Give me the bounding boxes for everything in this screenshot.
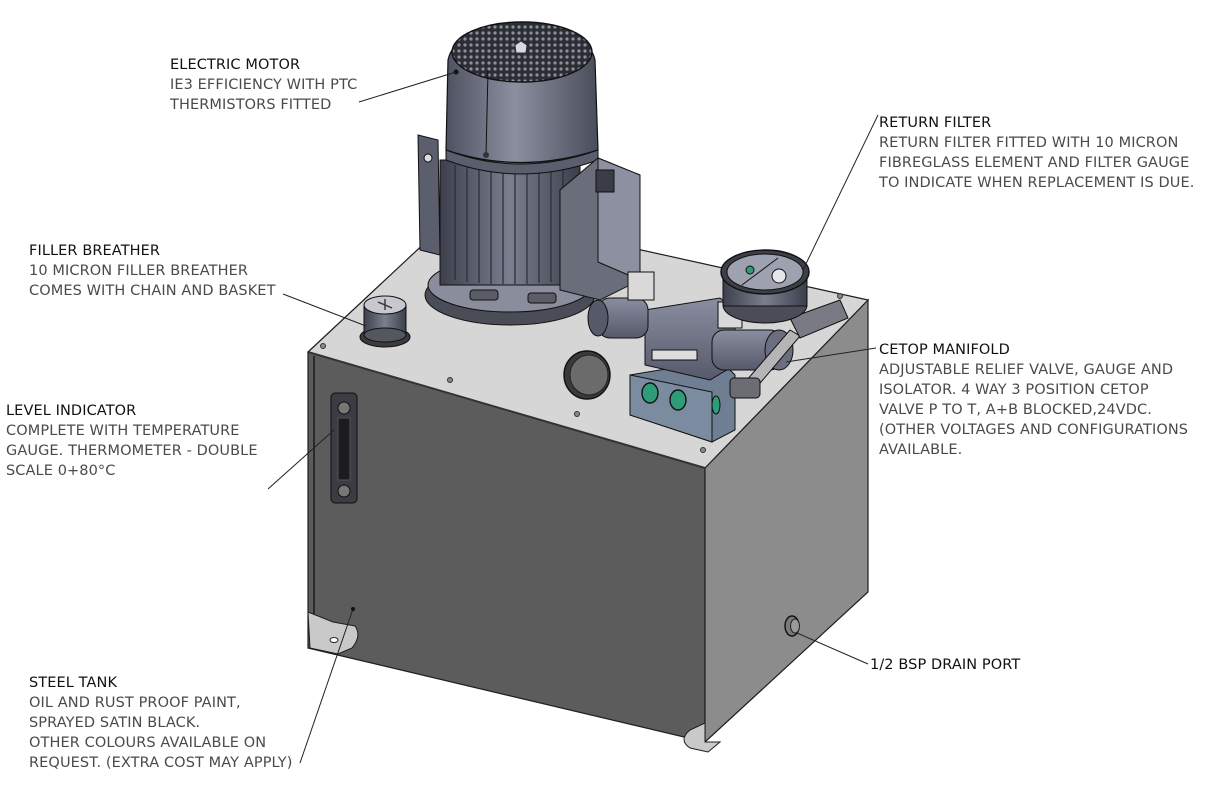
callout-text: TO INDICATE WHEN REPLACEMENT IS DUE.	[879, 175, 1195, 191]
callout-text: (OTHER VOLTAGES AND CONFIGURATIONS	[879, 422, 1189, 438]
callout-text: IE3 EFFICIENCY WITH PTC	[170, 77, 358, 93]
return-filter	[720, 249, 810, 324]
callout-title: FILLER BREATHER	[29, 243, 161, 259]
level-indicator	[330, 392, 358, 504]
leader-level-indicator	[267, 429, 335, 490]
leader-electric-motor	[358, 71, 457, 103]
callout-text: THERMISTORS FITTED	[170, 97, 332, 113]
callout-text: ISOLATOR. 4 WAY 3 POSITION CETOP	[879, 382, 1149, 398]
callout-text: AVAILABLE.	[879, 442, 963, 458]
callout-return-filter: RETURN FILTER RETURN FILTER FITTED WITH …	[879, 113, 1194, 193]
drain-port	[784, 615, 800, 637]
filler-breather	[359, 295, 411, 348]
callout-text: GAUGE. THERMOMETER - DOUBLE	[6, 443, 258, 459]
leader-return-filter	[802, 114, 879, 271]
callout-text: RETURN FILTER FITTED WITH 10 MICRON	[879, 135, 1179, 151]
callout-text: 10 MICRON FILLER BREATHER	[29, 263, 249, 279]
callout-text: SCALE 0+80°C	[6, 463, 116, 479]
callout-text: SPRAYED SATIN BLACK.	[29, 715, 201, 731]
callout-title: ELECTRIC MOTOR	[170, 57, 301, 73]
callout-title: 1/2 BSP DRAIN PORT	[870, 657, 1021, 673]
pressure-gauge	[563, 350, 611, 400]
callout-electric-motor: ELECTRIC MOTOR IE3 EFFICIENCY WITH PTC T…	[170, 55, 357, 115]
callout-steel-tank: STEEL TANK OIL AND RUST PROOF PAINT, SPR…	[29, 673, 293, 773]
callout-cetop-manifold: CETOP MANIFOLD ADJUSTABLE RELIEF VALVE, …	[879, 340, 1188, 460]
callout-text: REQUEST. (EXTRA COST MAY APPLY)	[29, 755, 293, 771]
cetop-manifold	[587, 271, 849, 443]
leader-steel-tank	[299, 608, 354, 764]
callout-text: VALVE P TO T, A+B BLOCKED,24VDC.	[879, 402, 1152, 418]
callout-title: STEEL TANK	[29, 675, 118, 691]
callout-text: COMPLETE WITH TEMPERATURE	[6, 423, 240, 439]
callout-text: OIL AND RUST PROOF PAINT,	[29, 695, 241, 711]
callout-text: FIBREGLASS ELEMENT AND FILTER GAUGE	[879, 155, 1190, 171]
leader-drain-port	[796, 632, 869, 665]
callout-text: OTHER COLOURS AVAILABLE ON	[29, 735, 267, 751]
leader-lines	[267, 71, 879, 764]
callout-title: RETURN FILTER	[879, 115, 992, 131]
callout-level-indicator: LEVEL INDICATOR COMPLETE WITH TEMPERATUR…	[6, 401, 258, 481]
callout-filler-breather: FILLER BREATHER 10 MICRON FILLER BREATHE…	[29, 241, 276, 301]
tank-foot-left	[307, 611, 359, 655]
callout-title: LEVEL INDICATOR	[6, 403, 137, 419]
callout-title: CETOP MANIFOLD	[879, 342, 1010, 358]
callout-text: ADJUSTABLE RELIEF VALVE, GAUGE AND	[879, 362, 1174, 378]
callout-text: COMES WITH CHAIN AND BASKET	[29, 283, 276, 299]
leader-cetop-manifold	[785, 347, 877, 363]
tank-foot-right	[683, 722, 722, 753]
electric-motor	[417, 21, 641, 326]
leader-filler-breather	[282, 293, 367, 327]
callout-drain-port: 1/2 BSP DRAIN PORT	[870, 655, 1020, 675]
